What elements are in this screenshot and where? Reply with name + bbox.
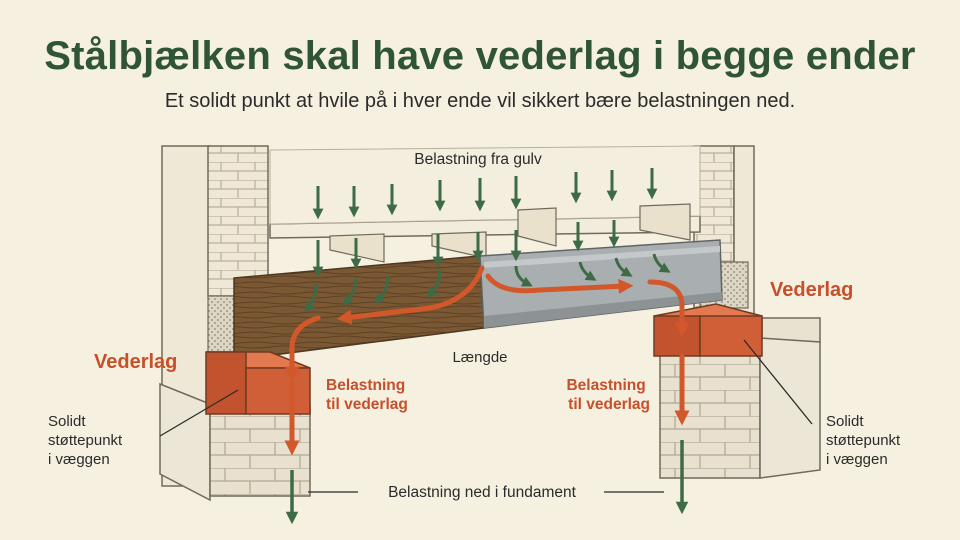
foundation-label: Belastning ned i fundament [388,484,577,501]
right-wall [659,145,821,479]
floor-load-arrows [304,168,671,313]
load-to-bearing-right-label: Belastning til vederlag [566,377,650,413]
length-label: Længde [452,349,507,366]
foundation-arrows [285,440,689,525]
bearing-left [205,351,311,415]
bearing-right-label: Vederlag [770,279,853,301]
support-left-label: Solidt støttepunkt i væggen [48,413,126,468]
leader-lines [159,339,813,493]
beam [233,239,723,361]
support-right-label: Solidt støttepunkt i væggen [826,413,904,468]
floor-load-label: Belastning fra gulv [414,151,542,168]
bearing-right [653,303,763,357]
page-subtitle: Et solidt punkt at hvile på i hver ende … [164,90,796,112]
load-path-arrows [284,265,690,456]
load-to-bearing-left-label: Belastning til vederlag [326,377,410,413]
page-title: Stålbjælken skal have vederlag i begge e… [44,34,916,78]
bearing-left-label: Vederlag [94,351,177,373]
floor-structure [269,145,701,263]
